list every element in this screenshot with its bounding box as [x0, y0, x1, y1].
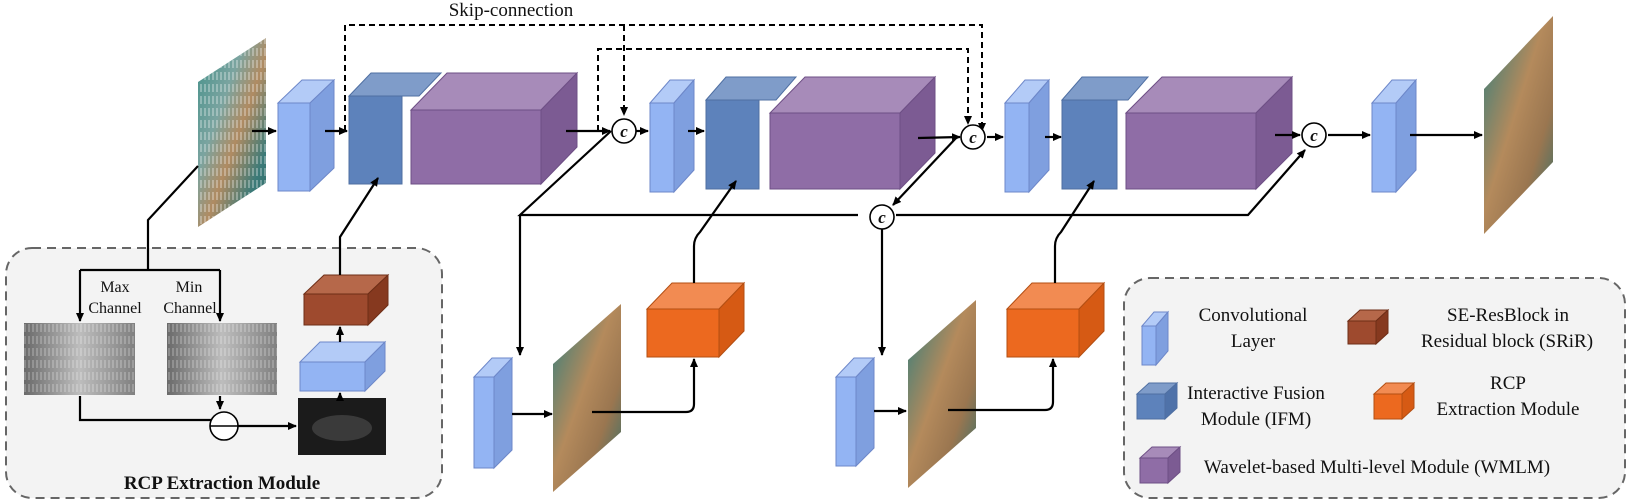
- min-channel-label-2: Channel: [163, 300, 217, 317]
- wmlm-block-1: [409, 71, 579, 186]
- concat-node-3-label: c: [878, 208, 886, 227]
- rcp-block-1: [645, 281, 746, 359]
- concat-node-3: c: [869, 204, 895, 230]
- rcp-map-image: [298, 398, 386, 455]
- legend-se-icon: [1346, 308, 1390, 346]
- min-channel-label-1: Min: [176, 279, 203, 296]
- conv-layer-rcp: [298, 340, 387, 393]
- ifm-block-1: [347, 72, 443, 185]
- legend-conv-icon: [1140, 310, 1170, 367]
- legend-rcp-icon: [1372, 381, 1416, 421]
- conv-layer-1: [276, 78, 336, 193]
- legend-rcp-label-2: Extraction Module: [1437, 399, 1580, 420]
- rcp-module-title: RCP Extraction Module: [124, 473, 320, 494]
- skip-connections: [344, 24, 986, 132]
- legend-rcp-label-1: RCP: [1490, 373, 1526, 394]
- rainy-input-image: [198, 38, 266, 227]
- concat-node-2: c: [960, 124, 986, 150]
- subtract-operator: [209, 411, 239, 441]
- conv-layer-2: [648, 78, 696, 194]
- ifm-block-3: [1060, 76, 1150, 190]
- conv-layer-branch-1: [472, 356, 514, 470]
- min-channel-image: [167, 323, 277, 395]
- concat-node-4-label: c: [1310, 126, 1318, 145]
- se-resblock: [302, 273, 390, 327]
- concat-node-2-label: c: [969, 128, 977, 147]
- max-channel-label-2: Channel: [88, 300, 142, 317]
- legend-conv-label-1: Convolutional: [1199, 305, 1308, 326]
- legend-se-label-1: SE-ResBlock in: [1447, 305, 1569, 326]
- concat-node-4: c: [1301, 122, 1327, 148]
- legend-panel: [1123, 277, 1626, 499]
- legend-se-label-2: Residual block (SRiR): [1421, 331, 1593, 352]
- wmlm-block-2: [768, 75, 937, 191]
- legend-ifm-label-2: Module (IFM): [1201, 409, 1311, 430]
- wmlm-block-3: [1124, 75, 1294, 191]
- output-image: [1484, 16, 1553, 234]
- conv-layer-branch-2: [834, 356, 876, 468]
- concat-node-1-label: c: [620, 122, 628, 141]
- flow-arrows: [76, 127, 1483, 430]
- conv-layer-4: [1370, 78, 1418, 194]
- legend-ifm-label-1: Interactive Fusion: [1187, 383, 1325, 404]
- skip-connection-label: Skip-connection: [449, 0, 574, 21]
- concat-node-1: c: [611, 118, 637, 144]
- rcp-block-2: [1005, 281, 1106, 359]
- intermediate-image-2: [908, 300, 976, 488]
- max-channel-label-1: Max: [100, 279, 129, 296]
- conv-layer-3: [1003, 78, 1051, 194]
- max-channel-image: [24, 323, 135, 395]
- legend-wmlm-icon: [1138, 445, 1182, 485]
- intermediate-image-1: [553, 304, 621, 492]
- legend-ifm-icon: [1135, 381, 1179, 421]
- legend-wmlm-label: Wavelet-based Multi-level Module (WMLM): [1204, 457, 1550, 478]
- legend-conv-label-2: Layer: [1231, 331, 1276, 352]
- ifm-block-2: [704, 76, 798, 190]
